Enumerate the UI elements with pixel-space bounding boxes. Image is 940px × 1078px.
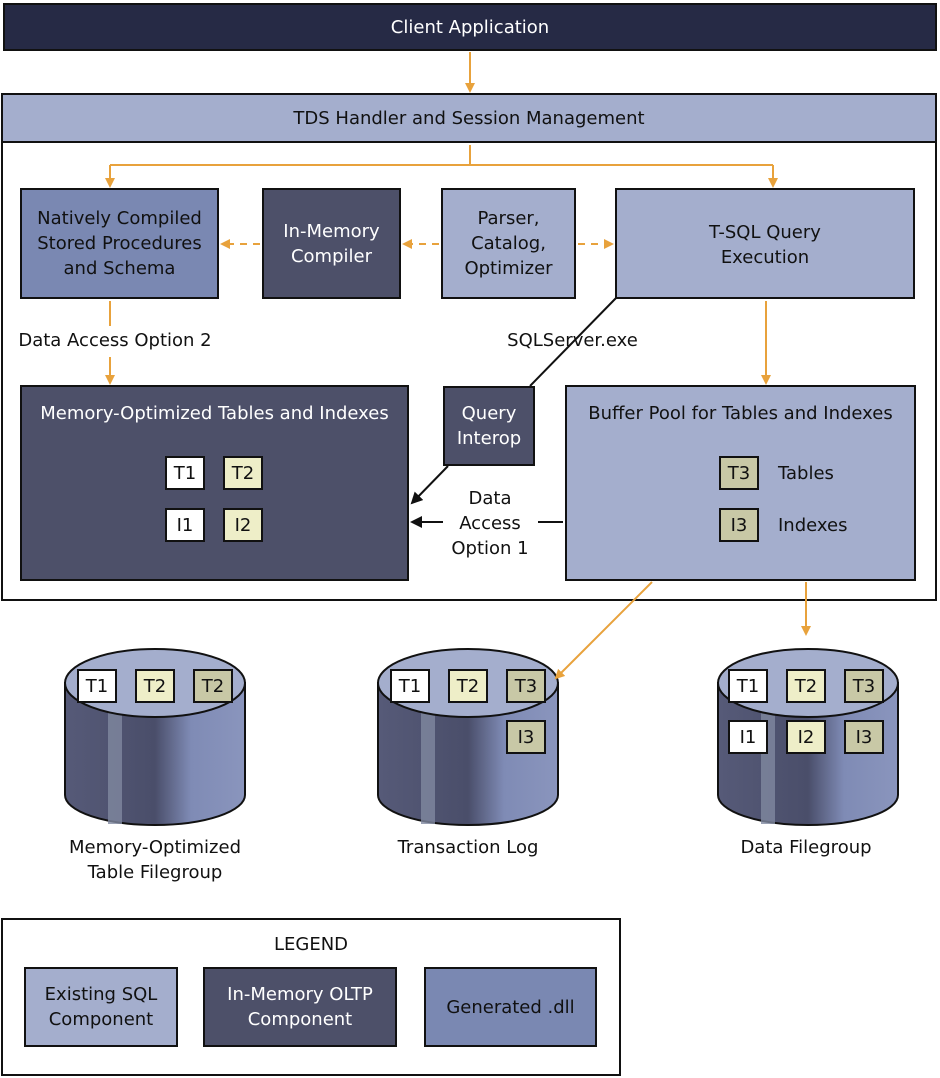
data-tile-i1: I1	[728, 720, 768, 754]
legend-existing-label: Existing SQL Component	[44, 984, 158, 1030]
natively-compiled-box: Natively Compiled Stored Procedures and …	[20, 188, 219, 299]
parser-label: Parser, Catalog, Optimizer	[464, 208, 553, 279]
client-application-label: Client Application	[390, 16, 550, 38]
in-memory-compiler-box: In-Memory Compiler	[262, 188, 401, 299]
data-access-option-2-label: Data Access Option 2	[18, 330, 212, 351]
tds-handler-box: TDS Handler and Session Management	[1, 93, 937, 143]
transaction-log-label: Transaction Log	[397, 837, 539, 858]
log-tile-t2: T2	[448, 669, 488, 703]
data-tile-t3: T3	[844, 669, 884, 703]
arrow-buffer-to-log	[554, 581, 653, 680]
legend-generated-box: Generated .dll	[424, 967, 597, 1047]
tsql-execution-box: T-SQL Query Execution	[615, 188, 915, 299]
tile-t1: T1	[165, 456, 205, 490]
memory-optimized-tables-title: Memory-Optimized Tables and Indexes	[40, 403, 389, 424]
memory-optimized-filegroup-label: Memory-Optimized Table Filegroup	[68, 837, 242, 883]
data-tile-i2: I2	[786, 720, 826, 754]
parser-box: Parser, Catalog, Optimizer	[441, 188, 576, 299]
tile-t2: T2	[223, 456, 263, 490]
query-interop-label: Query Interop	[456, 403, 522, 449]
legend-in-memory-label: In-Memory OLTP Component	[227, 984, 373, 1030]
log-tile-t1: T1	[390, 669, 430, 703]
indexes-label: Indexes	[778, 515, 848, 536]
mof-tile-t2: T2	[135, 669, 175, 703]
natively-compiled-label: Natively Compiled Stored Procedures and …	[37, 208, 202, 279]
tile-i1: I1	[165, 508, 205, 542]
tile-i2: I2	[223, 508, 263, 542]
arrow-interop-to-mot	[410, 465, 449, 505]
legend-in-memory-box: In-Memory OLTP Component	[203, 967, 397, 1047]
data-tile-t1: T1	[728, 669, 768, 703]
query-interop-box: Query Interop	[443, 386, 535, 466]
data-tile-t2: T2	[786, 669, 826, 703]
mof-tile-t1: T1	[77, 669, 117, 703]
legend-existing-box: Existing SQL Component	[24, 967, 178, 1047]
data-access-option-1-label: Data Access Option 1	[451, 488, 529, 559]
legend-generated-label: Generated .dll	[446, 996, 575, 1018]
legend-title: LEGEND	[273, 934, 349, 955]
log-tile-t3: T3	[506, 669, 546, 703]
memory-optimized-tables-box: Memory-Optimized Tables and Indexes	[20, 385, 409, 581]
tile-i3: I3	[719, 508, 759, 542]
sqlserver-exe-label: SQLServer.exe	[507, 330, 638, 351]
mof-tile-t2b: T2	[193, 669, 233, 703]
data-tile-i3: I3	[844, 720, 884, 754]
tile-t3: T3	[719, 456, 759, 490]
client-application-box: Client Application	[3, 3, 937, 51]
data-filegroup-label: Data Filegroup	[740, 837, 872, 858]
tsql-execution-label: T-SQL Query Execution	[709, 222, 821, 268]
line-tsql-to-interop	[529, 296, 618, 387]
tables-label: Tables	[778, 463, 834, 484]
log-tile-i3: I3	[506, 720, 546, 754]
in-memory-compiler-label: In-Memory Compiler	[283, 220, 380, 267]
tds-handler-label: TDS Handler and Session Management	[293, 107, 645, 129]
buffer-pool-title: Buffer Pool for Tables and Indexes	[588, 403, 893, 424]
